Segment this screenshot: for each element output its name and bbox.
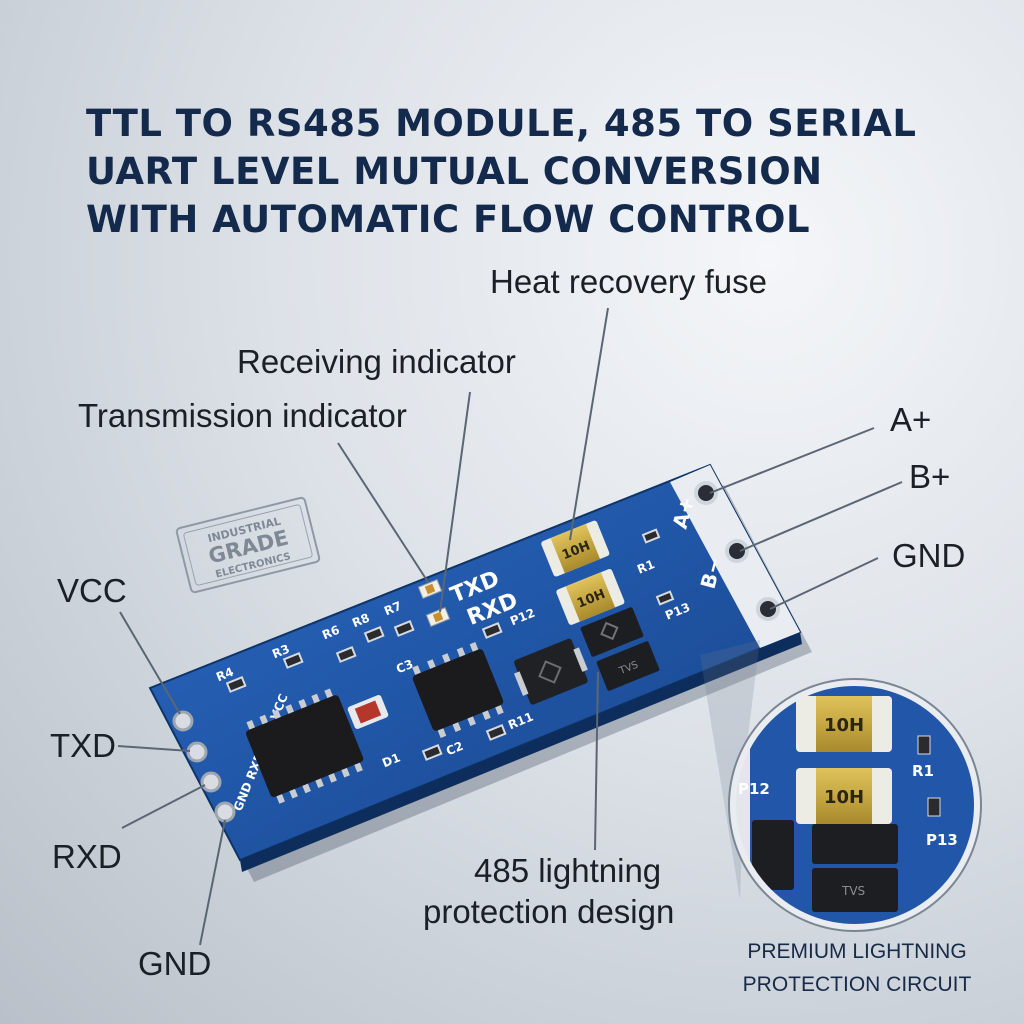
label-b-plus: B+ [909, 458, 951, 495]
inset-caption-line-1: PREMIUM LIGHTNING [747, 940, 967, 963]
inset-tvs-left [752, 820, 794, 890]
fuse-bottom: 10H [556, 568, 625, 625]
label-gnd-right: GND [892, 537, 966, 574]
rs485-chip [412, 642, 504, 738]
title-line-3: WITH AUTOMATIC FLOW CONTROL [86, 198, 811, 241]
inset-fuse-top: 10H [796, 696, 892, 752]
label-receiving-indicator: Receiving indicator [237, 343, 516, 380]
silk-r7: R7 [382, 599, 404, 619]
magnifier-cone [700, 640, 760, 900]
tvs-diode-large [513, 638, 588, 705]
silk-r8: R8 [350, 611, 372, 631]
silk-d1: D1 [380, 750, 402, 770]
tvs-diode-2: TVS [596, 641, 660, 691]
inset-tvs-1 [812, 824, 898, 864]
rxd-led [425, 607, 451, 627]
inset-tvs-2 [812, 868, 898, 912]
terminal-holes [694, 481, 780, 621]
txd-led [417, 579, 443, 599]
inset-fuse-bottom-label: 10H [824, 787, 864, 808]
diode-d1 [347, 695, 389, 729]
label-transmission-indicator: Transmission indicator [78, 397, 407, 434]
label-rxd: RXD [52, 838, 122, 875]
inset-resistor-2 [927, 797, 941, 817]
leader-lines [117, 307, 903, 946]
silk-r6: R6 [320, 623, 342, 643]
inset-resistor [917, 735, 931, 755]
label-vcc: VCC [57, 572, 127, 609]
page-title: TTL TO RS485 MODULE, 485 TO SERIAL UART … [86, 100, 986, 244]
left-header-pins [172, 710, 236, 823]
transceiver-chip [245, 688, 364, 804]
inset-caption-line-2: PROTECTION CIRCUIT [742, 973, 972, 996]
inset-p12: P12 [738, 780, 770, 798]
inset-r1: R1 [912, 762, 934, 780]
inset-fuse-top-label: 10H [824, 715, 864, 736]
label-txd: TXD [50, 727, 116, 764]
silk-r1: R1 [635, 557, 657, 577]
title-line-2: UART LEVEL MUTUAL CONVERSION [86, 150, 823, 193]
industrial-grade-stamp: INDUSTRIAL GRADE ELECTRONICS [175, 496, 321, 594]
inset-magnifier: 10H 10H TVS P12 P13 R1 [728, 678, 982, 932]
label-heat-fuse: Heat recovery fuse [490, 263, 767, 300]
inset-tvs-label: TVS [841, 884, 865, 898]
inset-fuse-bottom: 10H [796, 768, 892, 824]
fuse-top: 10H [541, 520, 610, 577]
label-lightning-line-1: 485 lightning [474, 852, 662, 889]
smd-passives [225, 528, 675, 761]
label-a-plus: A+ [890, 401, 932, 438]
silk-c2: C2 [444, 739, 465, 758]
label-gnd-left: GND [138, 945, 212, 982]
silk-r4: R4 [214, 665, 236, 685]
silk-r3: R3 [270, 642, 292, 662]
tvs-diode-1 [580, 607, 644, 657]
silk-c3: C3 [394, 657, 415, 676]
title-line-1: TTL TO RS485 MODULE, 485 TO SERIAL [86, 102, 917, 145]
inset-p13: P13 [926, 831, 958, 849]
label-lightning-line-2: protection design [423, 893, 675, 930]
inset-caption: PREMIUM LIGHTNING PROTECTION CIRCUIT [727, 935, 987, 1001]
